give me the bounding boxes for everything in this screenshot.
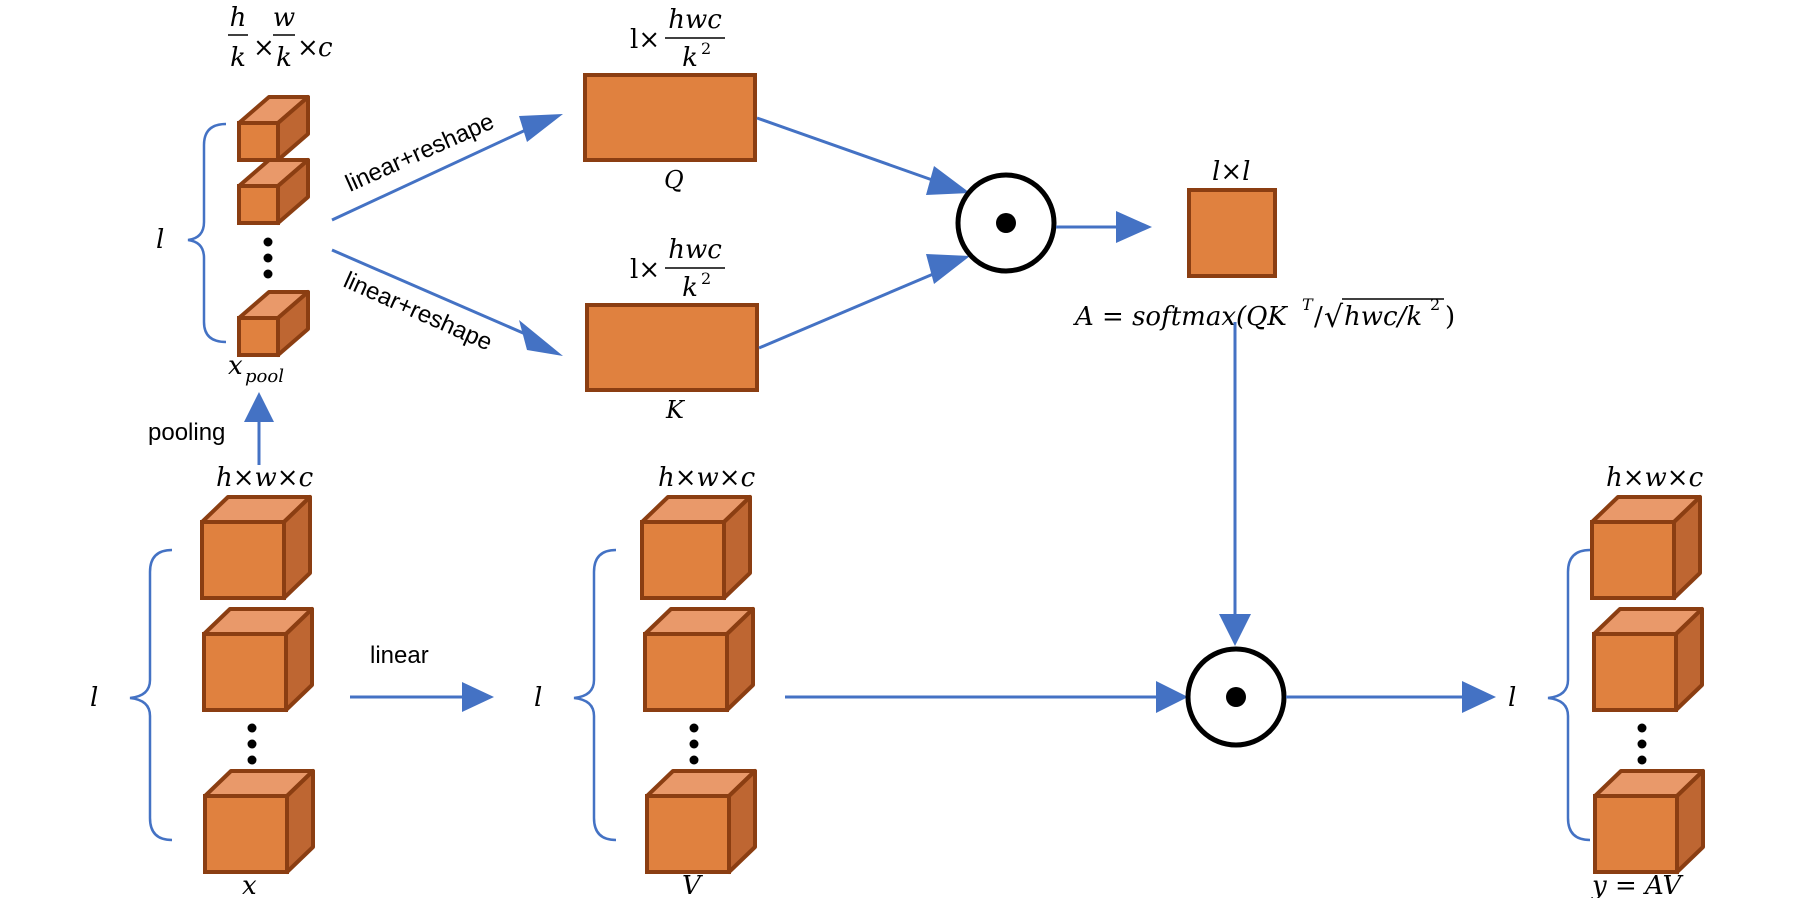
svg-text:x: x [228,351,243,381]
attention-formula: A = softmax(QK T / √ hwc/k 2 ) [1073,295,1455,335]
svg-text:hwc/k: hwc/k [1344,302,1422,332]
input-brace [129,548,173,842]
svg-text:l×: l× [630,25,660,55]
output-l-label: l [1508,683,1516,713]
k-matrix [585,303,759,392]
q-to-odot-arrow [756,116,939,184]
svg-text:l×: l× [630,255,660,285]
input-ellipsis [247,723,257,765]
svg-text:hwc: hwc [668,5,722,35]
k-dims-label: l× hwc k 2 [630,235,725,303]
x-label: x [242,871,257,898]
svg-text:/: / [1314,302,1323,332]
svg-text:hwc: hwc [668,235,722,265]
pool-l-label: l [156,225,164,255]
output-block-2 [1592,607,1704,712]
svg-text:c: c [318,33,333,63]
output-block-1 [1590,495,1702,600]
svg-text:w: w [273,3,295,33]
svg-text:×: × [253,33,275,63]
k-to-odot-arrow [758,270,939,350]
svg-text:k: k [682,273,698,303]
v-brace [573,548,617,842]
linear-reshape-arrow-k [331,248,531,338]
svg-text:k: k [230,43,246,73]
matmul-odot-bottom [1185,646,1287,748]
input-block-2 [202,607,314,712]
svg-text:T: T [1302,295,1314,314]
pooled-block-1 [237,95,310,162]
q-matrix [583,73,757,162]
v-block-1 [640,495,752,600]
input-block-1 [200,495,312,600]
a-matrix [1187,188,1277,278]
linear-label: linear [370,642,429,669]
svg-text:×: × [297,33,319,63]
pool-brace [187,122,227,344]
matmul-odot-top [955,172,1057,274]
output-dims-label: h×w×c [1606,463,1704,493]
v-dims-label: h×w×c [658,463,756,493]
pooled-block-3 [237,290,310,357]
input-l-label: l [90,683,98,713]
a-dims-label: l×l [1212,157,1250,187]
v-l-label: l [534,683,542,713]
v-block-3 [645,769,757,874]
output-block-3 [1593,769,1705,874]
linear-reshape-arrow-q [331,126,531,222]
pool-dims-label: h k × w k × c [228,3,333,73]
output-ellipsis [1637,723,1647,765]
output-label: y = AV [1591,871,1683,898]
q-label: Q [664,166,684,194]
q-dims-label: l× hwc k 2 [630,5,725,73]
output-brace [1547,548,1591,842]
pooled-block-2 [237,158,310,225]
k-label: K [665,396,686,424]
svg-text:k: k [276,43,292,73]
svg-text:2: 2 [701,269,711,288]
svg-text:h: h [230,3,247,33]
v-ellipsis [689,723,699,765]
svg-text:√: √ [1324,300,1344,335]
svg-text:k: k [682,43,698,73]
v-label: V [682,871,703,898]
pool-ellipsis [263,237,273,279]
svg-text:): ) [1445,302,1455,332]
svg-text:pool: pool [245,366,284,387]
pooling-label: pooling [148,419,225,446]
x-pool-label: x pool [228,351,284,387]
svg-text:2: 2 [1430,295,1440,314]
svg-text:A = softmax(QK: A = softmax(QK [1073,302,1288,332]
v-block-2 [643,607,755,712]
input-block-3 [203,769,315,874]
svg-text:2: 2 [701,39,711,58]
input-dims-label: h×w×c [216,463,314,493]
